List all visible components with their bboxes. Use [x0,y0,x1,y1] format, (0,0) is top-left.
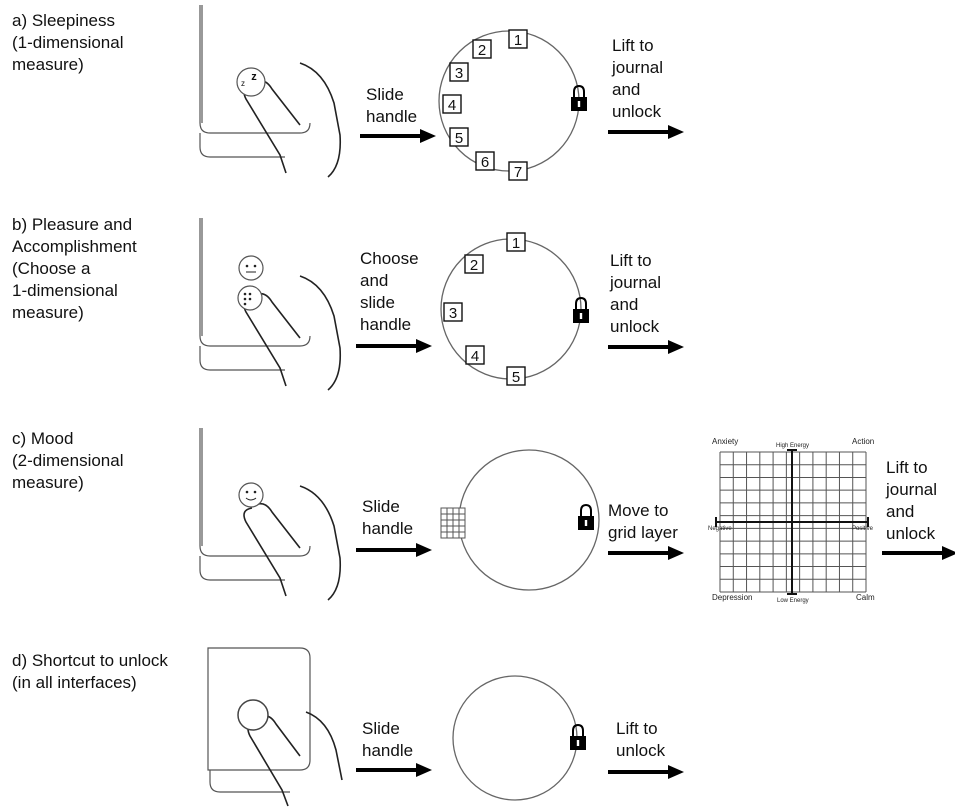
svg-text:7: 7 [514,164,522,181]
rating-face-icon [237,285,263,311]
svg-text:6: 6 [481,154,489,171]
section-a-step1: Slide handle [366,85,418,126]
grid-axis-low-energy: Low Energy [777,598,809,604]
smiley-face-icon [238,482,264,508]
section-d-arrow1 [354,761,434,779]
section-a-scale: 1 2 3 4 5 6 7 [442,29,528,181]
padlock-icon [570,85,588,112]
section-d-arrow2 [606,763,686,781]
section-b-dial [440,238,590,380]
scale-box-7: 7 [508,161,528,181]
section-c-phone [199,427,342,601]
scale-box-1: 1 [508,29,528,49]
section-b-step2: Lift to journal and unlock [610,251,662,336]
grid-handle-icon [440,507,466,539]
section-a-label: a) Sleepiness (1-dimensional measure) [12,11,124,74]
section-b-arrow2 [606,338,686,356]
section-a-step2: Lift to journal and unlock [612,36,664,121]
svg-text:5: 5 [455,130,463,147]
section-c-step3: Lift to journal and unlock [886,458,938,543]
scale-box-4: 4 [442,94,462,114]
svg-text:2: 2 [470,257,478,274]
svg-text:1: 1 [514,32,522,49]
section-b-arrow1 [354,337,434,355]
scale-box-5: 5 [506,366,526,386]
scale-box-1: 1 [506,232,526,252]
svg-text:z: z [251,71,257,83]
section-d-label: d) Shortcut to unlock (in all interfaces… [12,651,168,692]
scale-box-3: 3 [443,302,463,322]
grid-label-calm: Calm [856,593,875,602]
grid-label-anxiety: Anxiety [712,437,738,446]
section-c-step2: Move to grid layer [608,501,678,542]
section-b-label: b) Pleasure and Accomplishment (Choose a… [12,215,137,322]
section-c-arrow2 [606,544,686,562]
scale-box-3: 3 [449,62,469,82]
svg-text:3: 3 [455,65,463,82]
scale-box-2: 2 [464,254,484,274]
grid-label-action: Action [852,437,874,446]
svg-text:4: 4 [471,348,479,365]
circle-handle-icon [237,699,269,731]
section-c-arrow1 [354,541,434,559]
section-c-arrow3 [880,544,955,562]
svg-text:3: 3 [449,305,457,322]
section-d-phone [207,647,343,807]
section-b-phone [199,217,342,391]
padlock-icon [569,724,587,751]
section-c-dial [458,449,600,591]
section-d-step2: Lift to unlock [616,719,666,760]
section-c-step1: Slide handle [362,497,414,538]
section-b-step1: Choose and slide handle [360,249,419,334]
sleepy-face-icon: z z [236,67,266,97]
section-a-arrow2 [606,123,686,141]
svg-text:2: 2 [478,42,486,59]
scale-box-6: 6 [475,151,495,171]
svg-text:z: z [241,79,245,88]
section-a-arrow1 [358,127,438,145]
scale-box-4: 4 [465,345,485,365]
section-d-step1: Slide handle [362,719,414,760]
mood-grid: Anxiety Action Depression Calm High Ener… [708,437,875,604]
scale-box-5: 5 [449,127,469,147]
grid-label-depression: Depression [712,593,752,602]
padlock-icon [577,504,595,531]
grid-axis-high-energy: High Energy [776,443,809,449]
smiley-face-icon [238,255,264,281]
section-c-label: c) Mood (2-dimensional measure) [12,429,124,492]
grid-axis-positive: Positive [852,526,874,532]
svg-text:5: 5 [512,369,520,386]
section-a-phone [199,4,342,178]
section-b-scale: 1 2 3 4 5 [443,232,526,386]
grid-axis-negative: Negative [708,526,732,532]
svg-text:4: 4 [448,97,456,114]
scale-box-2: 2 [472,39,492,59]
section-d-dial [452,675,587,801]
svg-text:1: 1 [512,235,520,252]
